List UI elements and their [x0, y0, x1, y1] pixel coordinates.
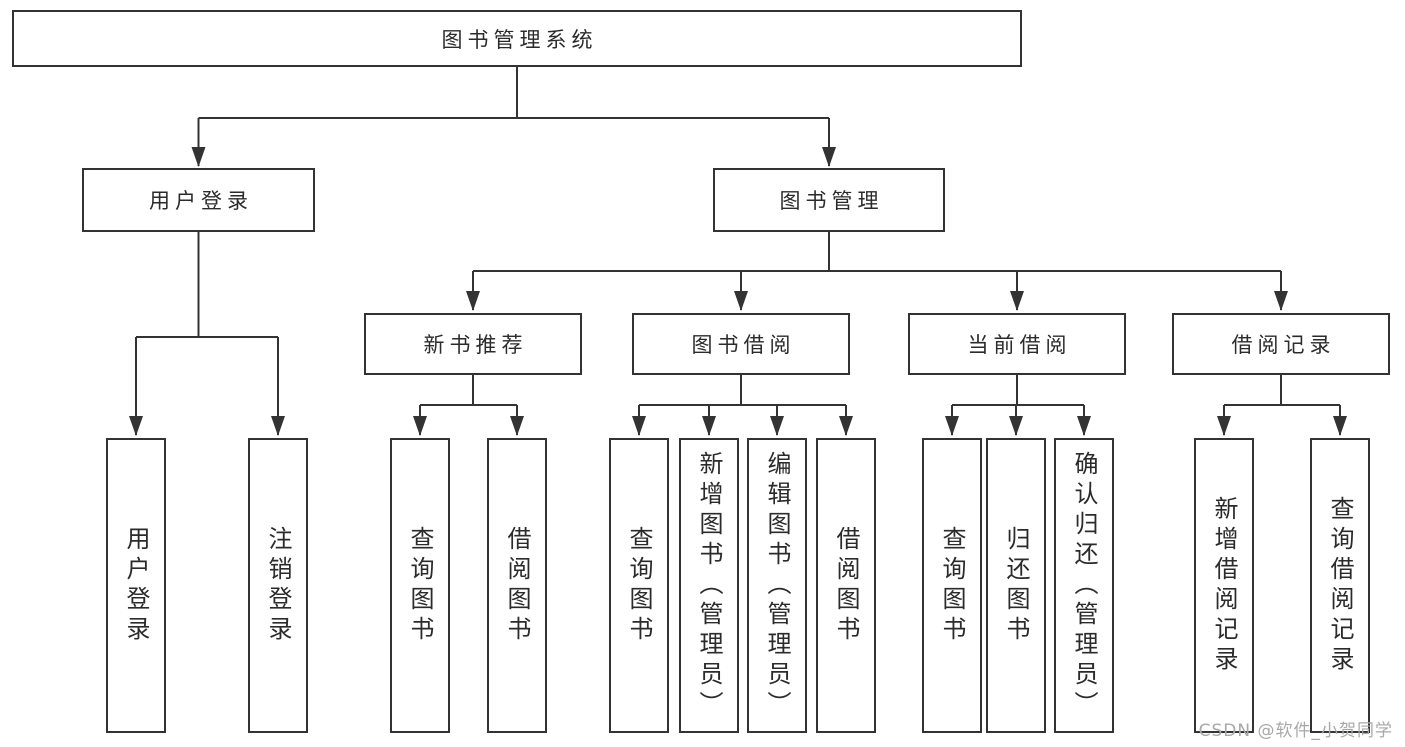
node-label: 借阅图书: [832, 525, 860, 646]
node-book-management: 图书管理: [713, 168, 945, 232]
node-current-borrowing: 当前借阅: [908, 313, 1126, 375]
node-query-books-current: 查询图书: [922, 438, 982, 733]
node-label: 图书借阅: [691, 333, 796, 357]
node-query-books-recommend: 查询图书: [390, 438, 450, 733]
node-label: 图书管理系统: [441, 27, 598, 52]
node-label: 借阅记录: [1231, 333, 1336, 357]
node-confirm-return-admin: 确认归还（管理员）: [1054, 438, 1114, 733]
node-label: 借阅图书: [503, 525, 531, 646]
node-library-system: 图书管理系统: [12, 10, 1022, 67]
node-query-borrow-record: 查询借阅记录: [1310, 438, 1370, 733]
node-user-login-action: 用户登录: [106, 438, 166, 733]
node-label: 用户登录: [122, 525, 150, 646]
node-label: 新增借阅记录: [1210, 495, 1238, 676]
node-label: 用户登录: [149, 189, 253, 213]
node-label: 新增图书（管理员）: [695, 450, 723, 721]
watermark: CSDN @软件_小贺同学: [1198, 721, 1393, 741]
node-logout-action: 注销登录: [248, 438, 308, 733]
node-label: 查询借阅记录: [1326, 495, 1354, 676]
node-user-login: 用户登录: [82, 168, 315, 232]
node-label: 查询图书: [406, 525, 434, 646]
node-label: 查询图书: [625, 525, 653, 646]
node-new-book-recommend: 新书推荐: [364, 313, 582, 375]
node-add-borrow-record: 新增借阅记录: [1194, 438, 1254, 733]
node-add-books-admin: 新增图书（管理员）: [679, 438, 739, 733]
node-borrow-books-borrowing: 借阅图书: [816, 438, 876, 733]
node-borrow-records: 借阅记录: [1172, 313, 1390, 375]
node-label: 编辑图书（管理员）: [763, 450, 791, 721]
node-label: 归还图书: [1002, 525, 1030, 646]
node-edit-books-admin: 编辑图书（管理员）: [747, 438, 807, 733]
node-label: 注销登录: [264, 525, 292, 646]
node-borrow-books-recommend: 借阅图书: [487, 438, 547, 733]
node-label: 确认归还（管理员）: [1070, 450, 1098, 721]
node-label: 图书管理: [779, 189, 884, 213]
node-label: 查询图书: [938, 525, 966, 646]
node-book-borrowing: 图书借阅: [632, 313, 850, 375]
node-return-books: 归还图书: [986, 438, 1046, 733]
node-label: 当前借阅: [967, 333, 1072, 357]
node-label: 新书推荐: [423, 333, 528, 357]
node-query-books-borrowing: 查询图书: [609, 438, 669, 733]
